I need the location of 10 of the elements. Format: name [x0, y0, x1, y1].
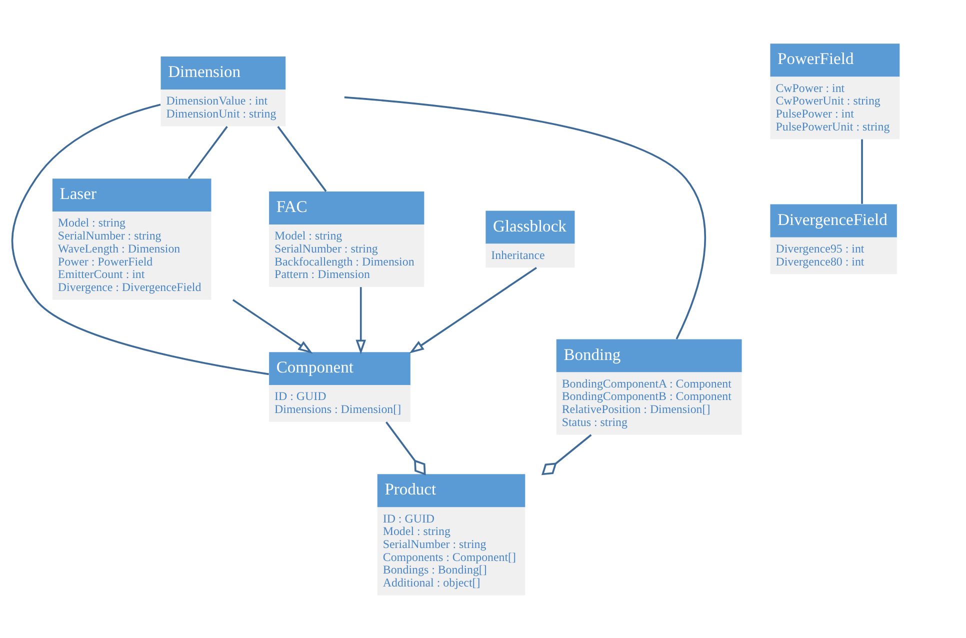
connector [188, 126, 228, 179]
connector [861, 138, 863, 204]
arrow [232, 298, 313, 354]
connector [11, 103, 269, 375]
arrow [409, 266, 537, 353]
connector [386, 421, 426, 475]
connector [344, 96, 706, 339]
connector [541, 434, 592, 475]
arrow [356, 286, 366, 354]
connector [277, 126, 327, 192]
